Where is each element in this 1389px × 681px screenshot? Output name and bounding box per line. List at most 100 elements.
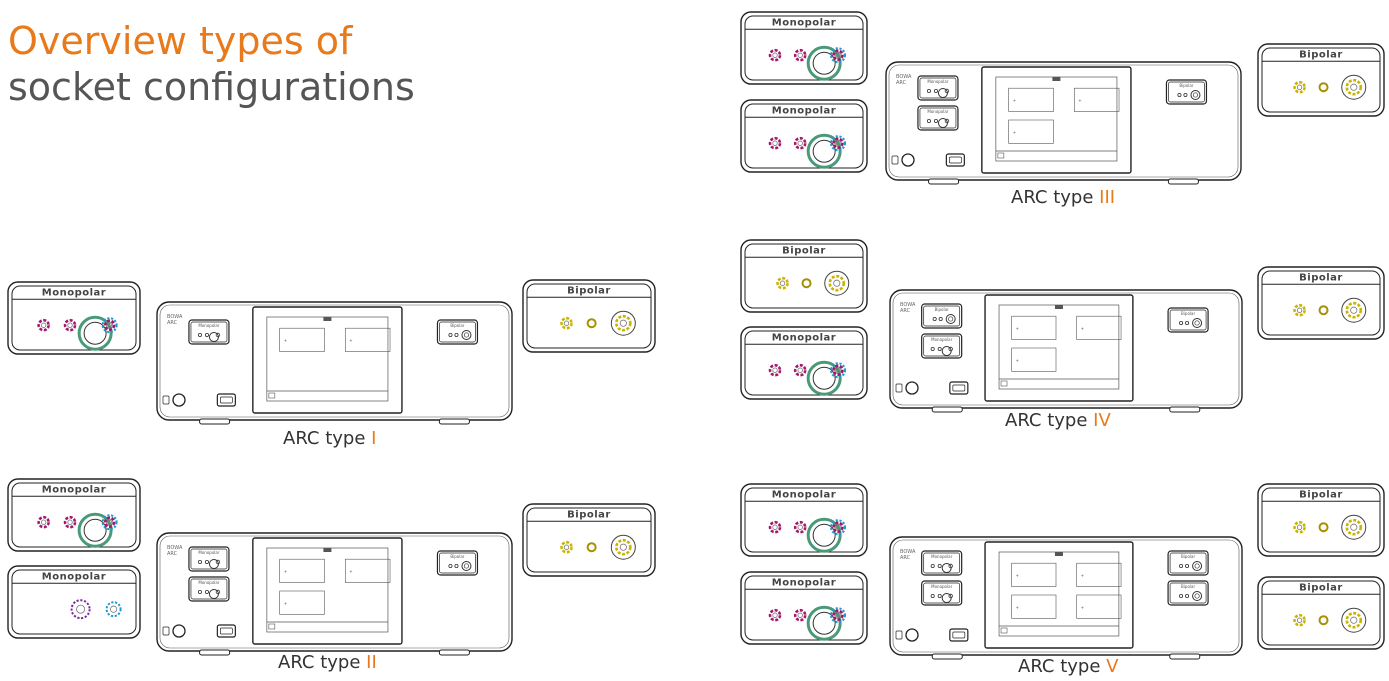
slot-inner [1169,552,1207,574]
socket-core [833,279,841,287]
display-box [1011,315,1057,340]
slot-pin [197,332,202,337]
module-outer [1257,576,1385,650]
socket-pin [830,519,847,536]
module-inner [11,569,137,635]
slot-inner [923,582,961,604]
module-inner [744,243,864,309]
slot-inner [1169,582,1207,604]
caption-type-3: ARC type III [1011,187,1115,208]
slot-label: Monopolar [198,323,219,328]
slot-ring-inner [463,332,470,338]
module-label: Bipolar [1299,490,1343,501]
module-label: Bipolar [567,510,611,521]
slot-outer [921,333,963,359]
brand-logo-sub: ARC [896,80,907,86]
slot-ring-inner [948,316,954,322]
slot-outer [921,580,963,606]
slot-inner [923,305,961,327]
caption-text: ARC type [1011,187,1094,208]
brand-logo: BOWA [167,314,183,320]
display-box [1008,119,1054,144]
slot-label: Bipolar [1181,554,1195,559]
slot-pin [1183,93,1188,98]
generator-foot [199,418,231,425]
socket-pin [1318,305,1329,316]
module-outer [740,571,868,645]
socket-core [67,322,73,328]
socket-core [1296,307,1303,313]
power-button [905,381,919,395]
socket-core [772,140,778,146]
socket-ring-inner [812,523,836,547]
socket-pin [768,608,782,622]
socket-ring [806,133,842,169]
generator-body-inner [892,539,1240,653]
slot-ring [461,561,472,571]
socket-core [835,524,841,530]
socket-core [110,605,118,613]
slot-outer [917,105,959,131]
slot-pin [933,119,938,124]
plus-icon: + [1081,605,1084,610]
slot-inner [190,548,228,570]
display-notch [1052,77,1061,81]
socket-core [106,321,114,329]
display-box [1076,315,1122,340]
slot-pin [948,563,953,569]
slot-pin [930,346,935,351]
socket-core [835,52,841,58]
generator-body-inner [888,64,1239,178]
display-box [279,590,325,615]
slot-ring [1190,90,1201,100]
socket-pin [1345,611,1363,629]
socket-core [772,612,778,618]
slot-label: Bipolar [450,323,464,328]
socket-pin [1345,301,1363,319]
module-label: Monopolar [42,288,106,299]
standby-icon [895,383,903,393]
socket-pin [101,317,118,334]
monopolar-module: Monopolar [740,483,868,557]
module-label: Monopolar [772,18,836,29]
module-inner [744,575,864,641]
slot-outer [436,550,479,576]
brand-logo: BOWA [900,302,916,308]
socket-core [779,280,786,286]
slot-outer [436,319,479,345]
socket-pin [1318,615,1329,626]
brand-logo: BOWA [167,545,183,551]
slot-label: Monopolar [931,584,952,589]
slot-label: Bipolar [1179,83,1193,88]
slot-label: Bipolar [450,554,464,559]
socket-core [1350,616,1358,624]
generator-foot [199,649,231,656]
socket-pin [768,136,782,150]
socket-pin [793,363,807,377]
slot-pin [938,316,943,321]
module-outer [740,483,868,557]
slot-label: Bipolar [1181,584,1195,589]
slot-ring-inner [1192,92,1199,98]
module-outer [522,279,656,353]
module-label: Monopolar [42,485,106,496]
plus-icon: + [284,569,287,574]
socket-pin [832,609,844,622]
socket-core [772,52,778,58]
socket-ring [1341,74,1367,100]
socket-core [619,543,627,551]
plus-icon: + [1013,130,1016,135]
slot-pin [215,559,221,565]
slot-inner [919,107,957,129]
standby-icon [162,395,170,405]
module-inner [1261,270,1381,336]
socket-pin [103,319,116,332]
generator-foot [438,649,470,656]
bipolar-module: Bipolar [1257,266,1385,340]
socket-pin [776,276,789,290]
slot-ring-inner [1194,563,1200,569]
slot-pin [1185,564,1190,569]
display-notch [323,317,332,321]
